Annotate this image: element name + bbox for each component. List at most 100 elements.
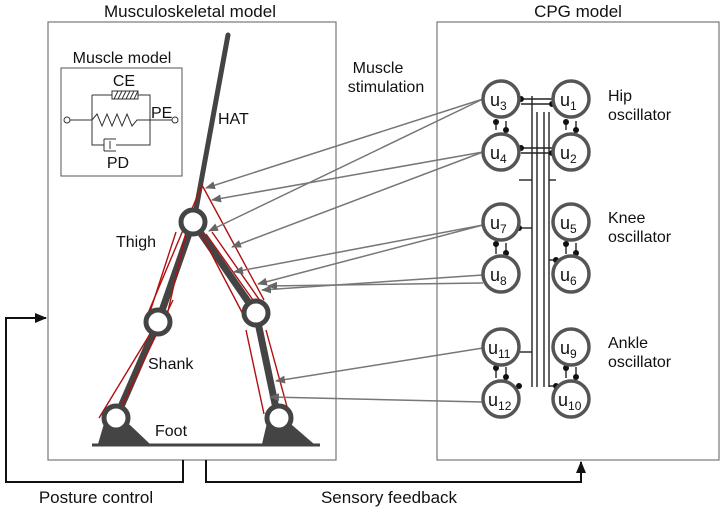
svg-text:u12: u12 (488, 390, 512, 413)
stim-arrow (275, 347, 484, 384)
oscillator-nodes: u3 u1 u4 u2 u7 u5 u8 u6 (481, 79, 591, 419)
stim-arrow (211, 151, 484, 203)
oscillator-u1: u1 (551, 79, 591, 119)
right-thigh (189, 218, 260, 317)
svg-text:u4: u4 (490, 143, 507, 166)
oscillator-u9: u9 (551, 327, 591, 367)
sensory-feedback-loop (205, 460, 586, 483)
muscle-model-inset: Muscle model CE PE PD (60, 50, 183, 177)
joints (101, 207, 294, 433)
synapse-dot (573, 250, 579, 256)
oscillator-u12: u12 (481, 379, 521, 419)
oscillator-base: u (490, 265, 500, 285)
cpg-title: CPG model (534, 2, 622, 21)
hip-label-line2: oscillator (608, 107, 672, 124)
stim-arrow (231, 151, 484, 248)
synapse-dot (563, 365, 569, 371)
sensory-feedback-label: Sensory feedback (321, 488, 458, 507)
oscillator-u10: u10 (551, 379, 591, 419)
oscillator-sub: 11 (498, 347, 511, 361)
oscillator-sub: 2 (570, 152, 577, 166)
oscillator-base: u (490, 90, 500, 110)
stimulation-arrows (205, 98, 484, 403)
right-ankle-joint (264, 403, 294, 433)
shank-label: Shank (148, 356, 194, 373)
muscle-line (165, 231, 187, 321)
synapse-dot (563, 119, 569, 125)
oscillator-u6: u6 (551, 254, 591, 294)
synapse-dot (493, 365, 499, 371)
oscillator-sub: 5 (570, 222, 577, 236)
oscillator-base: u (490, 143, 500, 163)
muscle-stimulation-line1: Muscle (353, 60, 404, 77)
right-knee-joint (241, 298, 271, 328)
cpg-connections (495, 96, 577, 387)
left-shank (112, 318, 162, 422)
oscillator-base: u (558, 390, 568, 410)
foot-label: Foot (155, 423, 188, 440)
stim-arrow (205, 98, 484, 190)
oscillator-base: u (560, 90, 570, 110)
oscillator-u11: u11 (481, 327, 521, 367)
oscillator-base: u (488, 338, 498, 358)
muscle-model-box (60, 67, 183, 177)
muscle-line (265, 329, 290, 415)
thigh-label: Thigh (116, 234, 156, 251)
oscillator-u7: u7 (481, 202, 521, 242)
muscle-line (98, 333, 151, 419)
oscillator-u5: u5 (551, 202, 591, 242)
pe-label: PE (151, 105, 172, 122)
oscillator-sub: 3 (500, 99, 507, 113)
ankle-label-line2: oscillator (608, 354, 672, 371)
oscillator-u8: u8 (481, 254, 521, 294)
oscillator-base: u (560, 213, 570, 233)
oscillator-sub: 6 (570, 274, 577, 288)
muscle-left-terminal (63, 116, 71, 124)
svg-text:u8: u8 (490, 265, 507, 288)
pd-damper (103, 138, 116, 152)
hat-segment (192, 32, 231, 218)
oscillator-base: u (560, 338, 570, 358)
stim-arrow (261, 274, 484, 294)
oscillator-base: u (488, 390, 498, 410)
knee-label-line2: oscillator (608, 229, 672, 246)
svg-text:u10: u10 (558, 390, 582, 413)
left-ankle-joint (101, 403, 131, 433)
svg-text:u11: u11 (488, 338, 511, 361)
oscillator-sub: 1 (570, 99, 577, 113)
muscle-line (199, 231, 247, 321)
muscle-line (147, 231, 177, 319)
ce-label: CE (113, 73, 135, 90)
synapse-dot (573, 127, 579, 133)
knee-label-line1: Knee (608, 210, 645, 227)
oscillator-base: u (560, 143, 570, 163)
svg-text:u7: u7 (490, 213, 507, 236)
stim-arrow (257, 224, 484, 286)
muscle-line (205, 233, 254, 301)
svg-text:u6: u6 (560, 265, 577, 288)
synapse-dot (563, 241, 569, 247)
svg-text:u9: u9 (560, 338, 577, 361)
oscillator-sub: 9 (570, 347, 577, 361)
hip-label-line1: Hip (608, 88, 632, 105)
synapse-dot (503, 374, 509, 380)
stim-arrow (208, 98, 484, 232)
musculoskeletal-title: Musculoskeletal model (104, 2, 276, 21)
left-knee-joint (143, 307, 173, 337)
oscillator-sub: 8 (500, 274, 507, 288)
oscillator-sub: 10 (568, 399, 582, 413)
oscillator-u3: u3 (481, 79, 521, 119)
hip-joint (178, 207, 208, 237)
musculoskeletal-panel (47, 21, 337, 461)
oscillator-u4: u4 (481, 132, 521, 172)
muscle-model-title: Muscle model (73, 50, 172, 67)
oscillator-base: u (490, 213, 500, 233)
cpg-panel (436, 21, 720, 461)
stim-arrow (267, 281, 484, 290)
oscillator-sub: 7 (500, 222, 507, 236)
muscle-stimulation-line2: stimulation (348, 79, 424, 96)
synapse-dot (573, 374, 579, 380)
muscle-line (245, 329, 265, 415)
pe-spring (70, 112, 172, 128)
